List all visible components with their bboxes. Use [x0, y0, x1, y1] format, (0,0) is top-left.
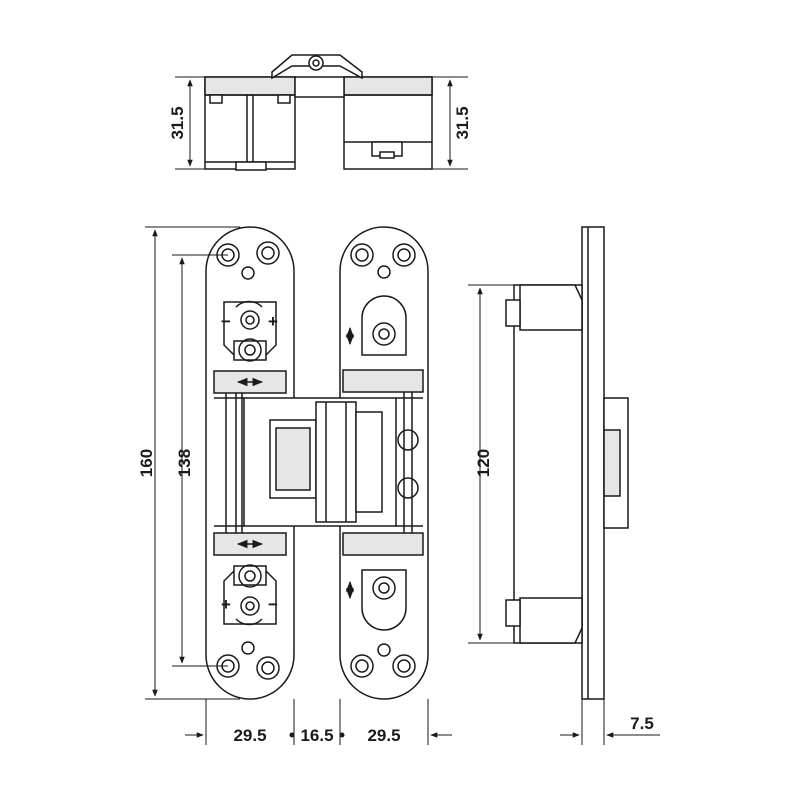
dim-hole-spacing: 138 [175, 449, 194, 477]
dim-side-length: 120 [474, 449, 493, 477]
dimension-lines [145, 76, 660, 745]
minus-symbol-top: − [221, 312, 231, 331]
dim-center-gap: 16.5 [300, 726, 333, 745]
dim-dot-left [289, 732, 295, 738]
dim-dot-right [339, 732, 345, 738]
plus-symbol-bottom: + [221, 595, 231, 614]
hinge-arms [214, 397, 423, 527]
top-view [204, 54, 433, 171]
dim-right-leaf-width: 29.5 [367, 726, 400, 745]
side-view [505, 226, 629, 700]
dim-plate-thickness: 7.5 [630, 714, 654, 733]
dim-overall-length: 160 [137, 449, 156, 477]
dim-top-right-height: 31.5 [453, 106, 472, 139]
plus-symbol-top: + [268, 312, 278, 331]
minus-symbol-bottom: − [268, 595, 278, 614]
dim-left-leaf-width: 29.5 [233, 726, 266, 745]
dim-top-left-height: 31.5 [168, 106, 187, 139]
